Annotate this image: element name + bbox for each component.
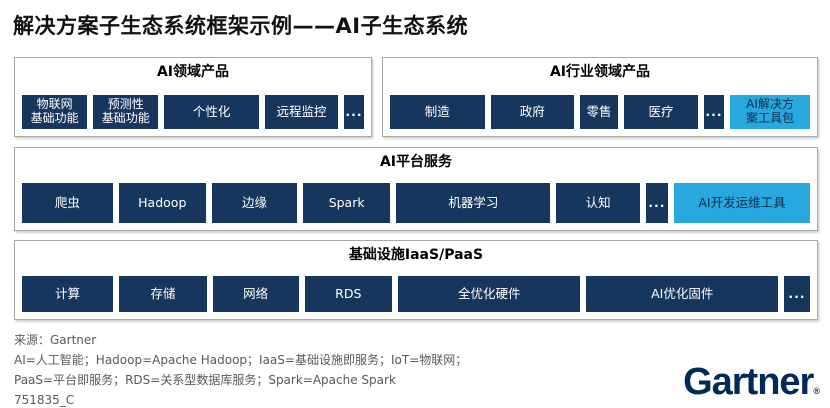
item-spark: Spark	[303, 183, 391, 223]
item-label-line1: 物联网	[36, 97, 73, 112]
panel-header: AI平台服务	[379, 154, 453, 170]
footer-notes: 来源：Gartner AI=人工智能；Hadoop=Apache Hadoop；…	[14, 330, 467, 408]
item-manufacturing: 制造	[390, 95, 485, 129]
item-row: 物联网 基础功能 预测性 基础功能 个性化 远程监控 ...	[22, 95, 364, 129]
panel-ai-platform-services: AI平台服务 爬虫 Hadoop 边缘 Spark 机器学习 认知 ... AI…	[14, 147, 818, 231]
item-predictive-basic-functions: 预测性 基础功能	[93, 95, 159, 129]
ellipsis-item: ...	[784, 276, 810, 312]
panel-header: AI行业领域产品	[549, 64, 651, 80]
item-machine-learning: 机器学习	[396, 183, 551, 223]
item-crawler: 爬虫	[22, 183, 113, 223]
item-ai-devops-tools: AI开发运维工具	[673, 183, 810, 223]
panel-header: 基础设施IaaS/PaaS	[348, 247, 484, 263]
panel-infrastructure-iaas-paas: 基础设施IaaS/PaaS 计算 存储 网络 RDS 全优化硬件 AI优化固件 …	[14, 240, 818, 320]
item-personalization: 个性化	[164, 95, 259, 129]
panel-header: AI领域产品	[156, 64, 230, 80]
item-label-line2: 案工具包	[746, 111, 795, 125]
ellipsis-item: ...	[343, 95, 364, 129]
item-government: 政府	[490, 95, 575, 129]
legend-line-1: AI=人工智能；Hadoop=Apache Hadoop；IaaS=基础设施即服…	[14, 353, 468, 367]
item-network: 网络	[212, 276, 299, 312]
item-cognitive: 认知	[556, 183, 640, 223]
page-title: 解决方案子生态系统框架示例——AI子生态系统	[13, 14, 469, 38]
registered-trademark-icon: ®	[813, 386, 820, 396]
item-healthcare: 医疗	[623, 95, 699, 129]
item-row: 计算 存储 网络 RDS 全优化硬件 AI优化固件 ...	[22, 276, 810, 312]
document-id: 751835_C	[14, 393, 75, 407]
item-ai-solution-toolkit: AI解决方 案工具包	[730, 95, 810, 129]
legend-line-2: PaaS=平台即服务；RDS=关系型数据库服务；Spark=Apache Spa…	[14, 373, 396, 387]
item-iot-basic-functions: 物联网 基础功能	[22, 95, 88, 129]
item-row: 制造 政府 零售 医疗 ... AI解决方 案工具包	[390, 95, 810, 129]
item-label-line2: 基础功能	[30, 111, 79, 125]
source-line: 来源：Gartner	[14, 333, 97, 347]
panel-ai-domain-products: AI领域产品 物联网 基础功能 预测性 基础功能 个性化 远程监控 ...	[14, 57, 372, 137]
item-compute: 计算	[22, 276, 114, 312]
item-edge: 边缘	[211, 183, 298, 223]
item-label-line1: AI解决方	[746, 97, 794, 112]
item-remote-monitoring: 远程监控	[264, 95, 338, 129]
item-label-line1: 预测性	[107, 97, 144, 112]
item-label-line2: 基础功能	[101, 111, 150, 125]
panel-ai-industry-products: AI行业领域产品 制造 政府 零售 医疗 ... AI解决方 案工具包	[382, 57, 818, 137]
ellipsis-item: ...	[645, 183, 668, 223]
item-ai-optimized-firmware: AI优化固件	[586, 276, 778, 312]
gartner-logo: Gartner®	[683, 361, 820, 404]
item-row: 爬虫 Hadoop 边缘 Spark 机器学习 认知 ... AI开发运维工具	[22, 183, 810, 223]
item-fully-optimized-hardware: 全优化硬件	[398, 276, 581, 312]
item-storage: 存储	[119, 276, 207, 312]
item-hadoop: Hadoop	[118, 183, 206, 223]
item-rds: RDS	[304, 276, 393, 312]
ellipsis-item: ...	[704, 95, 725, 129]
gartner-logo-text: Gartner	[683, 361, 814, 403]
item-retail: 零售	[580, 95, 618, 129]
